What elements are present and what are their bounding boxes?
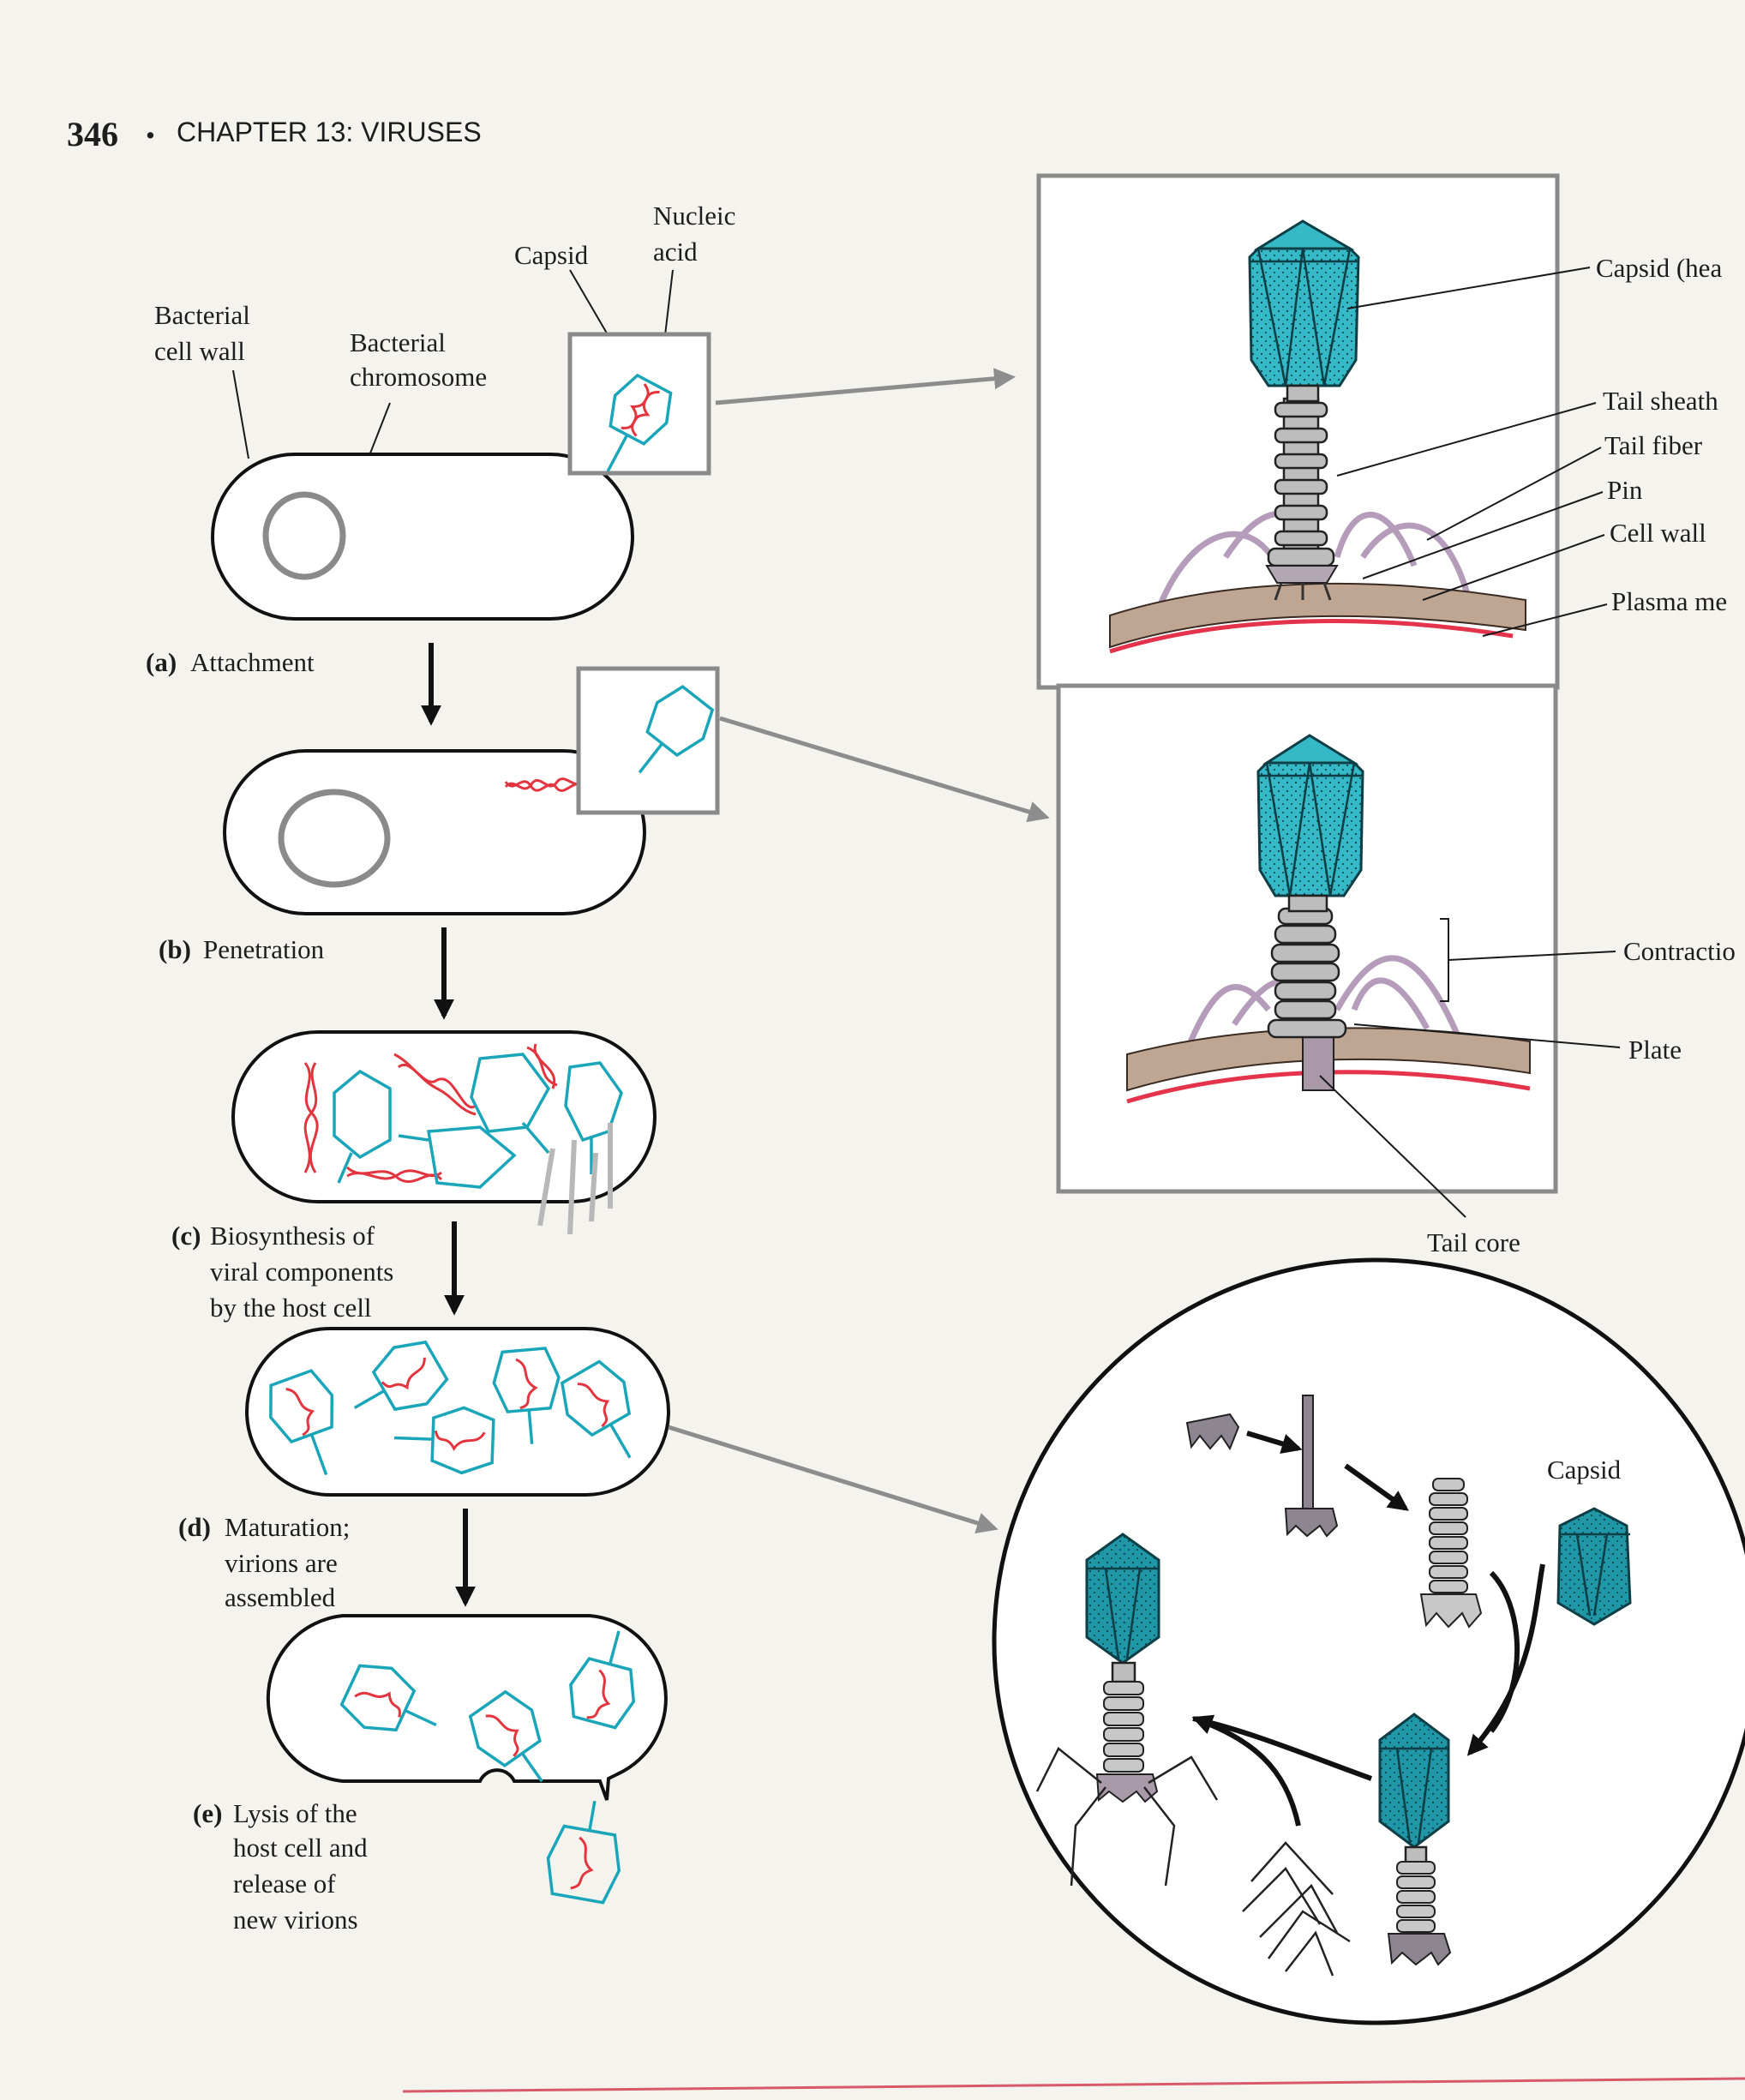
- label-chromosome-1: Bacterial: [350, 327, 446, 357]
- label-cell-wall-2: cell wall: [154, 336, 245, 366]
- stage-d-label: (d) Maturation; virions are assembled: [178, 1512, 350, 1612]
- svg-text:(c): (c): [171, 1221, 201, 1251]
- svg-text:assembled: assembled: [225, 1582, 336, 1612]
- scribble-marks: [537, 1123, 613, 1235]
- cell-b-penetration: [223, 666, 720, 915]
- zoom-box-a: [567, 332, 711, 476]
- header-separator: •: [146, 120, 155, 150]
- label-chromosome-2: chromosome: [350, 362, 487, 392]
- cell-c-biosynthesis: [231, 1030, 657, 1203]
- svg-text:(d): (d): [178, 1512, 211, 1542]
- stage-a-label: (a) Attachment: [146, 647, 315, 677]
- cell-a-attachment: [211, 332, 711, 621]
- svg-text:Biosynthesis of: Biosynthesis of: [210, 1221, 375, 1251]
- svg-text:host cell and: host cell and: [233, 1833, 368, 1863]
- bottom-rule: [402, 2077, 1745, 2093]
- svg-text:Maturation;: Maturation;: [225, 1512, 350, 1542]
- svg-text:Penetration: Penetration: [203, 934, 325, 964]
- label-cell-wall: Cell wall: [1610, 518, 1706, 548]
- label-tail-sheath: Tail sheath: [1603, 386, 1718, 416]
- svg-text:virions are: virions are: [225, 1548, 338, 1578]
- label-capsid-head: Capsid (hea: [1596, 253, 1722, 283]
- svg-text:(a): (a): [146, 647, 177, 677]
- label-nucleic-acid-1: Nucleic: [653, 201, 735, 231]
- label-plate: Plate: [1628, 1035, 1682, 1065]
- svg-text:(b): (b): [159, 934, 191, 964]
- zoom-box-b: [576, 666, 720, 815]
- detail-contraction-panel: Contractio Plate Tail core: [1056, 683, 1736, 1257]
- page-number: 346: [67, 115, 118, 153]
- svg-text:(e): (e): [193, 1798, 222, 1828]
- stage-e-label: (e) Lysis of the host cell and release o…: [193, 1798, 368, 1935]
- label-capsid: Capsid: [514, 240, 589, 270]
- label-cell-wall-1: Bacterial: [154, 300, 250, 330]
- svg-text:release of: release of: [233, 1869, 336, 1899]
- label-plasma-membrane: Plasma me: [1611, 586, 1727, 616]
- cell-d-maturation: [245, 1327, 670, 1497]
- label-tail-fiber: Tail fiber: [1604, 430, 1703, 460]
- svg-text:viral components: viral components: [210, 1257, 393, 1287]
- svg-text:Lysis of the: Lysis of the: [233, 1798, 357, 1828]
- label-tail-core: Tail core: [1427, 1227, 1520, 1257]
- svg-text:new virions: new virions: [233, 1905, 358, 1935]
- label-nucleic-acid-2: acid: [653, 237, 698, 267]
- stage-b-label: (b) Penetration: [159, 934, 325, 964]
- chapter-title: CHAPTER 13: VIRUSES: [177, 117, 482, 147]
- svg-text:Attachment: Attachment: [190, 647, 315, 677]
- stage-c-label: (c) Biosynthesis of viral components by …: [171, 1221, 393, 1323]
- svg-text:by the host cell: by the host cell: [210, 1293, 372, 1323]
- page-header: 346 • CHAPTER 13: VIRUSES: [67, 115, 482, 153]
- label-capsid-assembly: Capsid: [1547, 1455, 1622, 1485]
- label-contraction: Contractio: [1623, 936, 1736, 966]
- label-pin: Pin: [1607, 475, 1643, 505]
- detail-attachment-panel: Capsid (hea Tail sheath Tail fiber Pin C…: [1036, 173, 1727, 690]
- cell-e-lysis: [266, 1614, 668, 1905]
- assembly-circle: Capsid: [992, 1257, 1745, 2025]
